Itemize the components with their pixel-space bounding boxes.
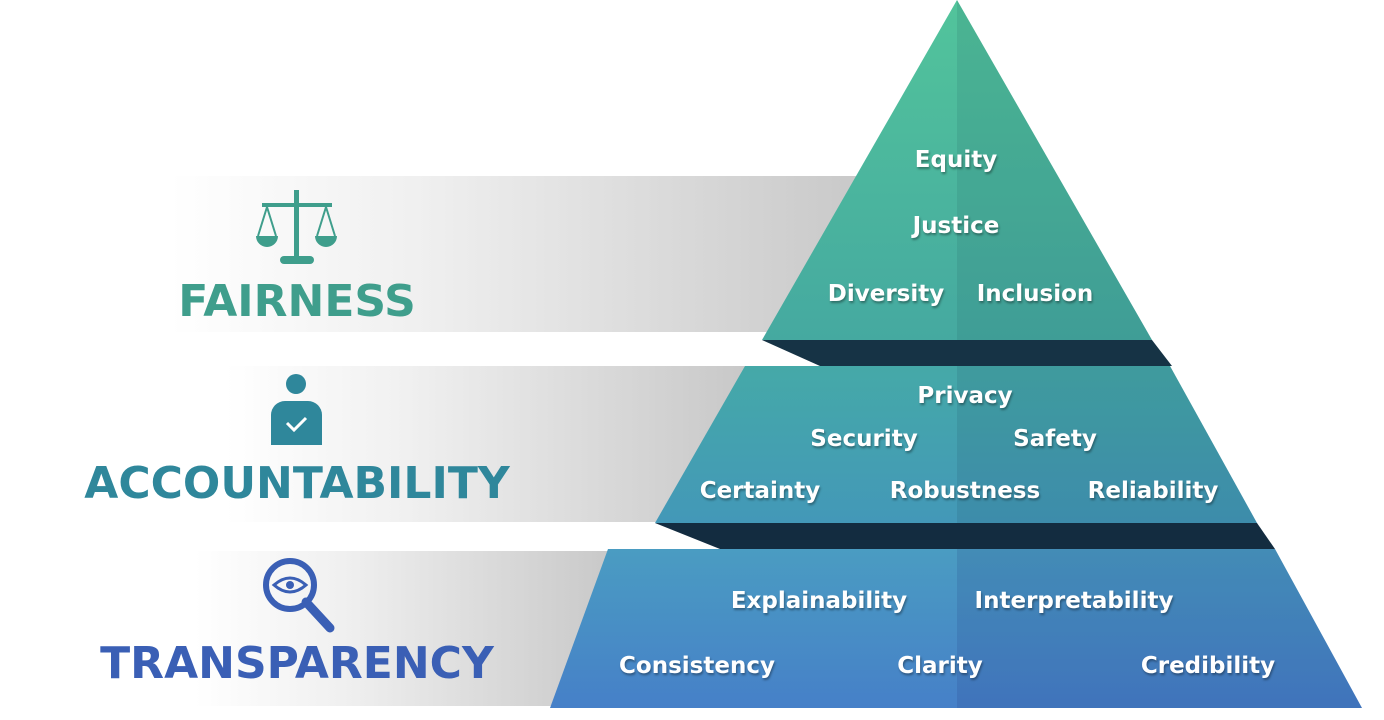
- term: Interpretability: [975, 588, 1174, 614]
- term: Consistency: [619, 653, 775, 679]
- term: Reliability: [1088, 478, 1219, 504]
- tier-shade: [957, 549, 1362, 708]
- term: Inclusion: [977, 281, 1094, 307]
- term: Justice: [911, 213, 1000, 239]
- person-check-icon: [271, 374, 322, 445]
- term: Security: [810, 426, 917, 452]
- tier-connector: [655, 523, 1275, 549]
- term: Certainty: [700, 478, 821, 504]
- fairness-tier: [762, 0, 1152, 340]
- tier-shade: [957, 366, 1257, 523]
- pillar-title-accountability: ACCOUNTABILITY: [84, 458, 511, 509]
- accountability-tier: [655, 366, 1257, 523]
- term: Diversity: [828, 281, 944, 307]
- term: Privacy: [917, 383, 1012, 409]
- pillar-title-fairness: FAIRNESS: [178, 276, 416, 327]
- term: Explainability: [731, 588, 907, 614]
- tier-shade: [957, 0, 1152, 340]
- term: Clarity: [897, 653, 983, 679]
- term: Safety: [1013, 426, 1097, 452]
- term: Credibility: [1141, 653, 1275, 679]
- transparency-tier: [550, 549, 1362, 708]
- pillar-title-transparency: TRANSPARENCY: [100, 638, 495, 689]
- term: Robustness: [890, 478, 1040, 504]
- scales-icon: [256, 190, 337, 264]
- tier-connector: [762, 340, 1172, 366]
- magnifier-eye-icon: [263, 558, 335, 633]
- term: Equity: [915, 147, 997, 173]
- fairness-band: [170, 176, 870, 332]
